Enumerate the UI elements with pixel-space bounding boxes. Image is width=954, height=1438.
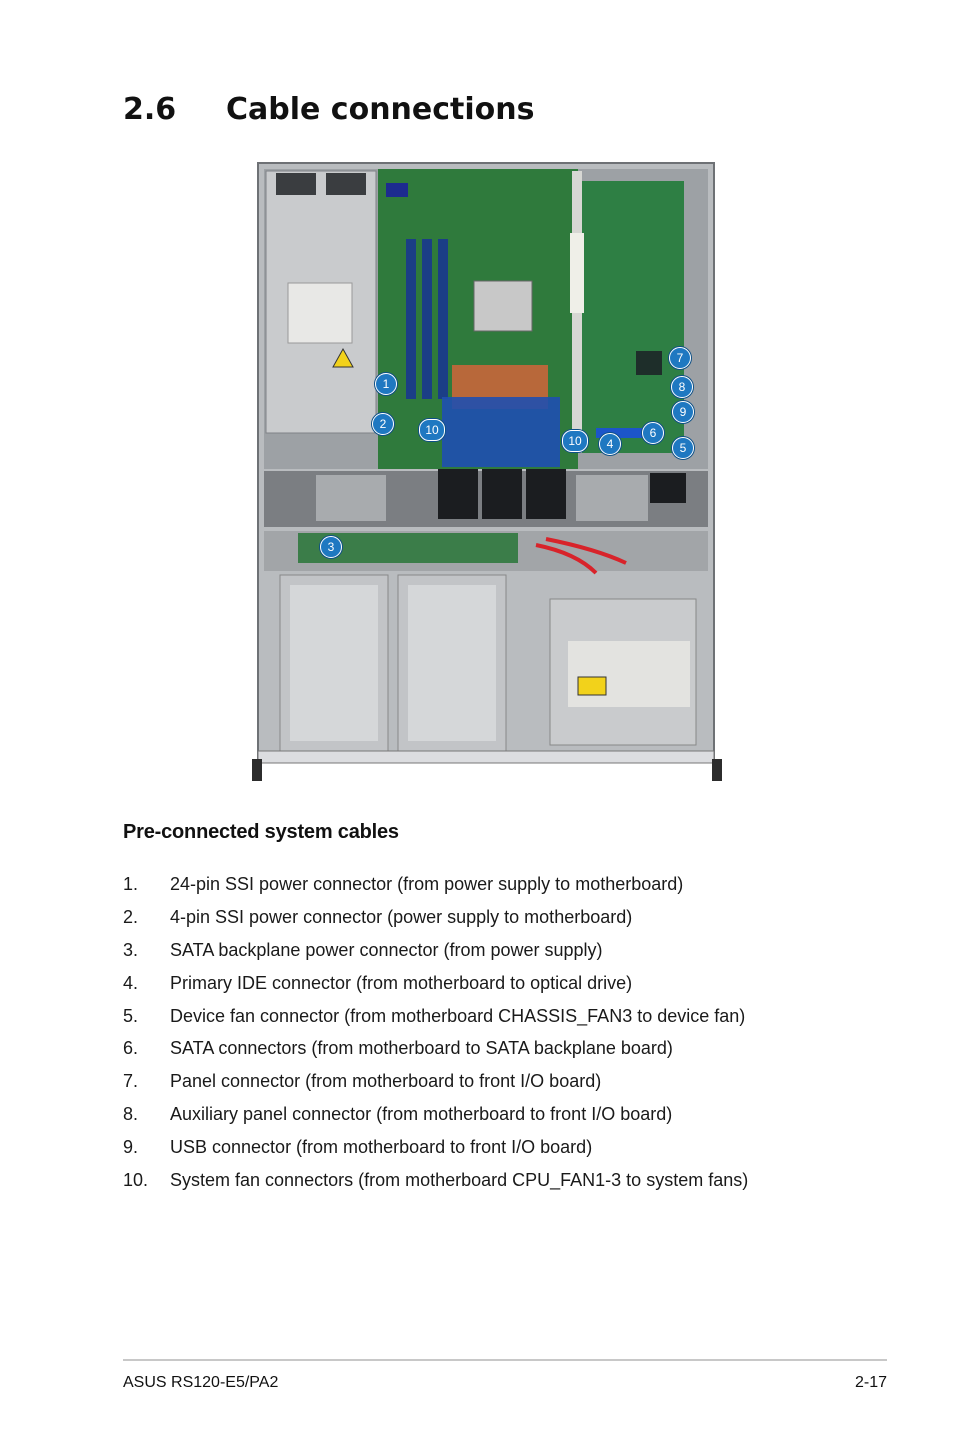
footer-product: ASUS RS120-E5/PA2 <box>123 1374 279 1391</box>
list-item: 2.4-pin SSI power connector (power suppl… <box>123 906 633 927</box>
server-chassis-illustration <box>252 162 722 781</box>
section-heading: 2.6 Cable connections <box>123 92 535 127</box>
section-number: 2.6 <box>123 92 177 127</box>
list-item: 9.USB connector (from motherboard to fro… <box>123 1137 593 1158</box>
list-item: 3.SATA backplane power connector (from p… <box>123 939 603 960</box>
callout-9: 9 <box>672 401 694 423</box>
callout-10-right: 10 <box>562 430 588 452</box>
callout-2: 2 <box>372 413 394 435</box>
list-item: 10.System fan connectors (from motherboa… <box>123 1169 749 1190</box>
callout-7: 7 <box>669 347 691 369</box>
list-item: 1.24-pin SSI power connector (from power… <box>123 873 684 894</box>
list-item: 6.SATA connectors (from motherboard to S… <box>123 1038 673 1059</box>
callout-8: 8 <box>671 376 693 398</box>
callout-1: 1 <box>375 373 397 395</box>
callout-6: 6 <box>642 422 664 444</box>
footer-divider <box>123 1359 887 1361</box>
callout-5: 5 <box>672 437 694 459</box>
callout-3: 3 <box>320 536 342 558</box>
list-item: 7.Panel connector (from motherboard to f… <box>123 1071 602 1092</box>
callout-4: 4 <box>599 433 621 455</box>
list-item: 8.Auxiliary panel connector (from mother… <box>123 1104 673 1125</box>
footer-page-number: 2-17 <box>854 1374 887 1391</box>
list-item: 4.Primary IDE connector (from motherboar… <box>123 972 633 993</box>
callout-10-left: 10 <box>419 419 445 441</box>
cables-heading: Pre-connected system cables <box>123 821 399 843</box>
section-title: Cable connections <box>226 92 535 127</box>
cable-list: 1.24-pin SSI power connector (from power… <box>123 868 748 1197</box>
server-top-view-figure: 1 2 10 3 7 8 9 10 4 6 5 <box>246 153 730 789</box>
list-item: 5.Device fan connector (from motherboard… <box>123 1005 746 1026</box>
